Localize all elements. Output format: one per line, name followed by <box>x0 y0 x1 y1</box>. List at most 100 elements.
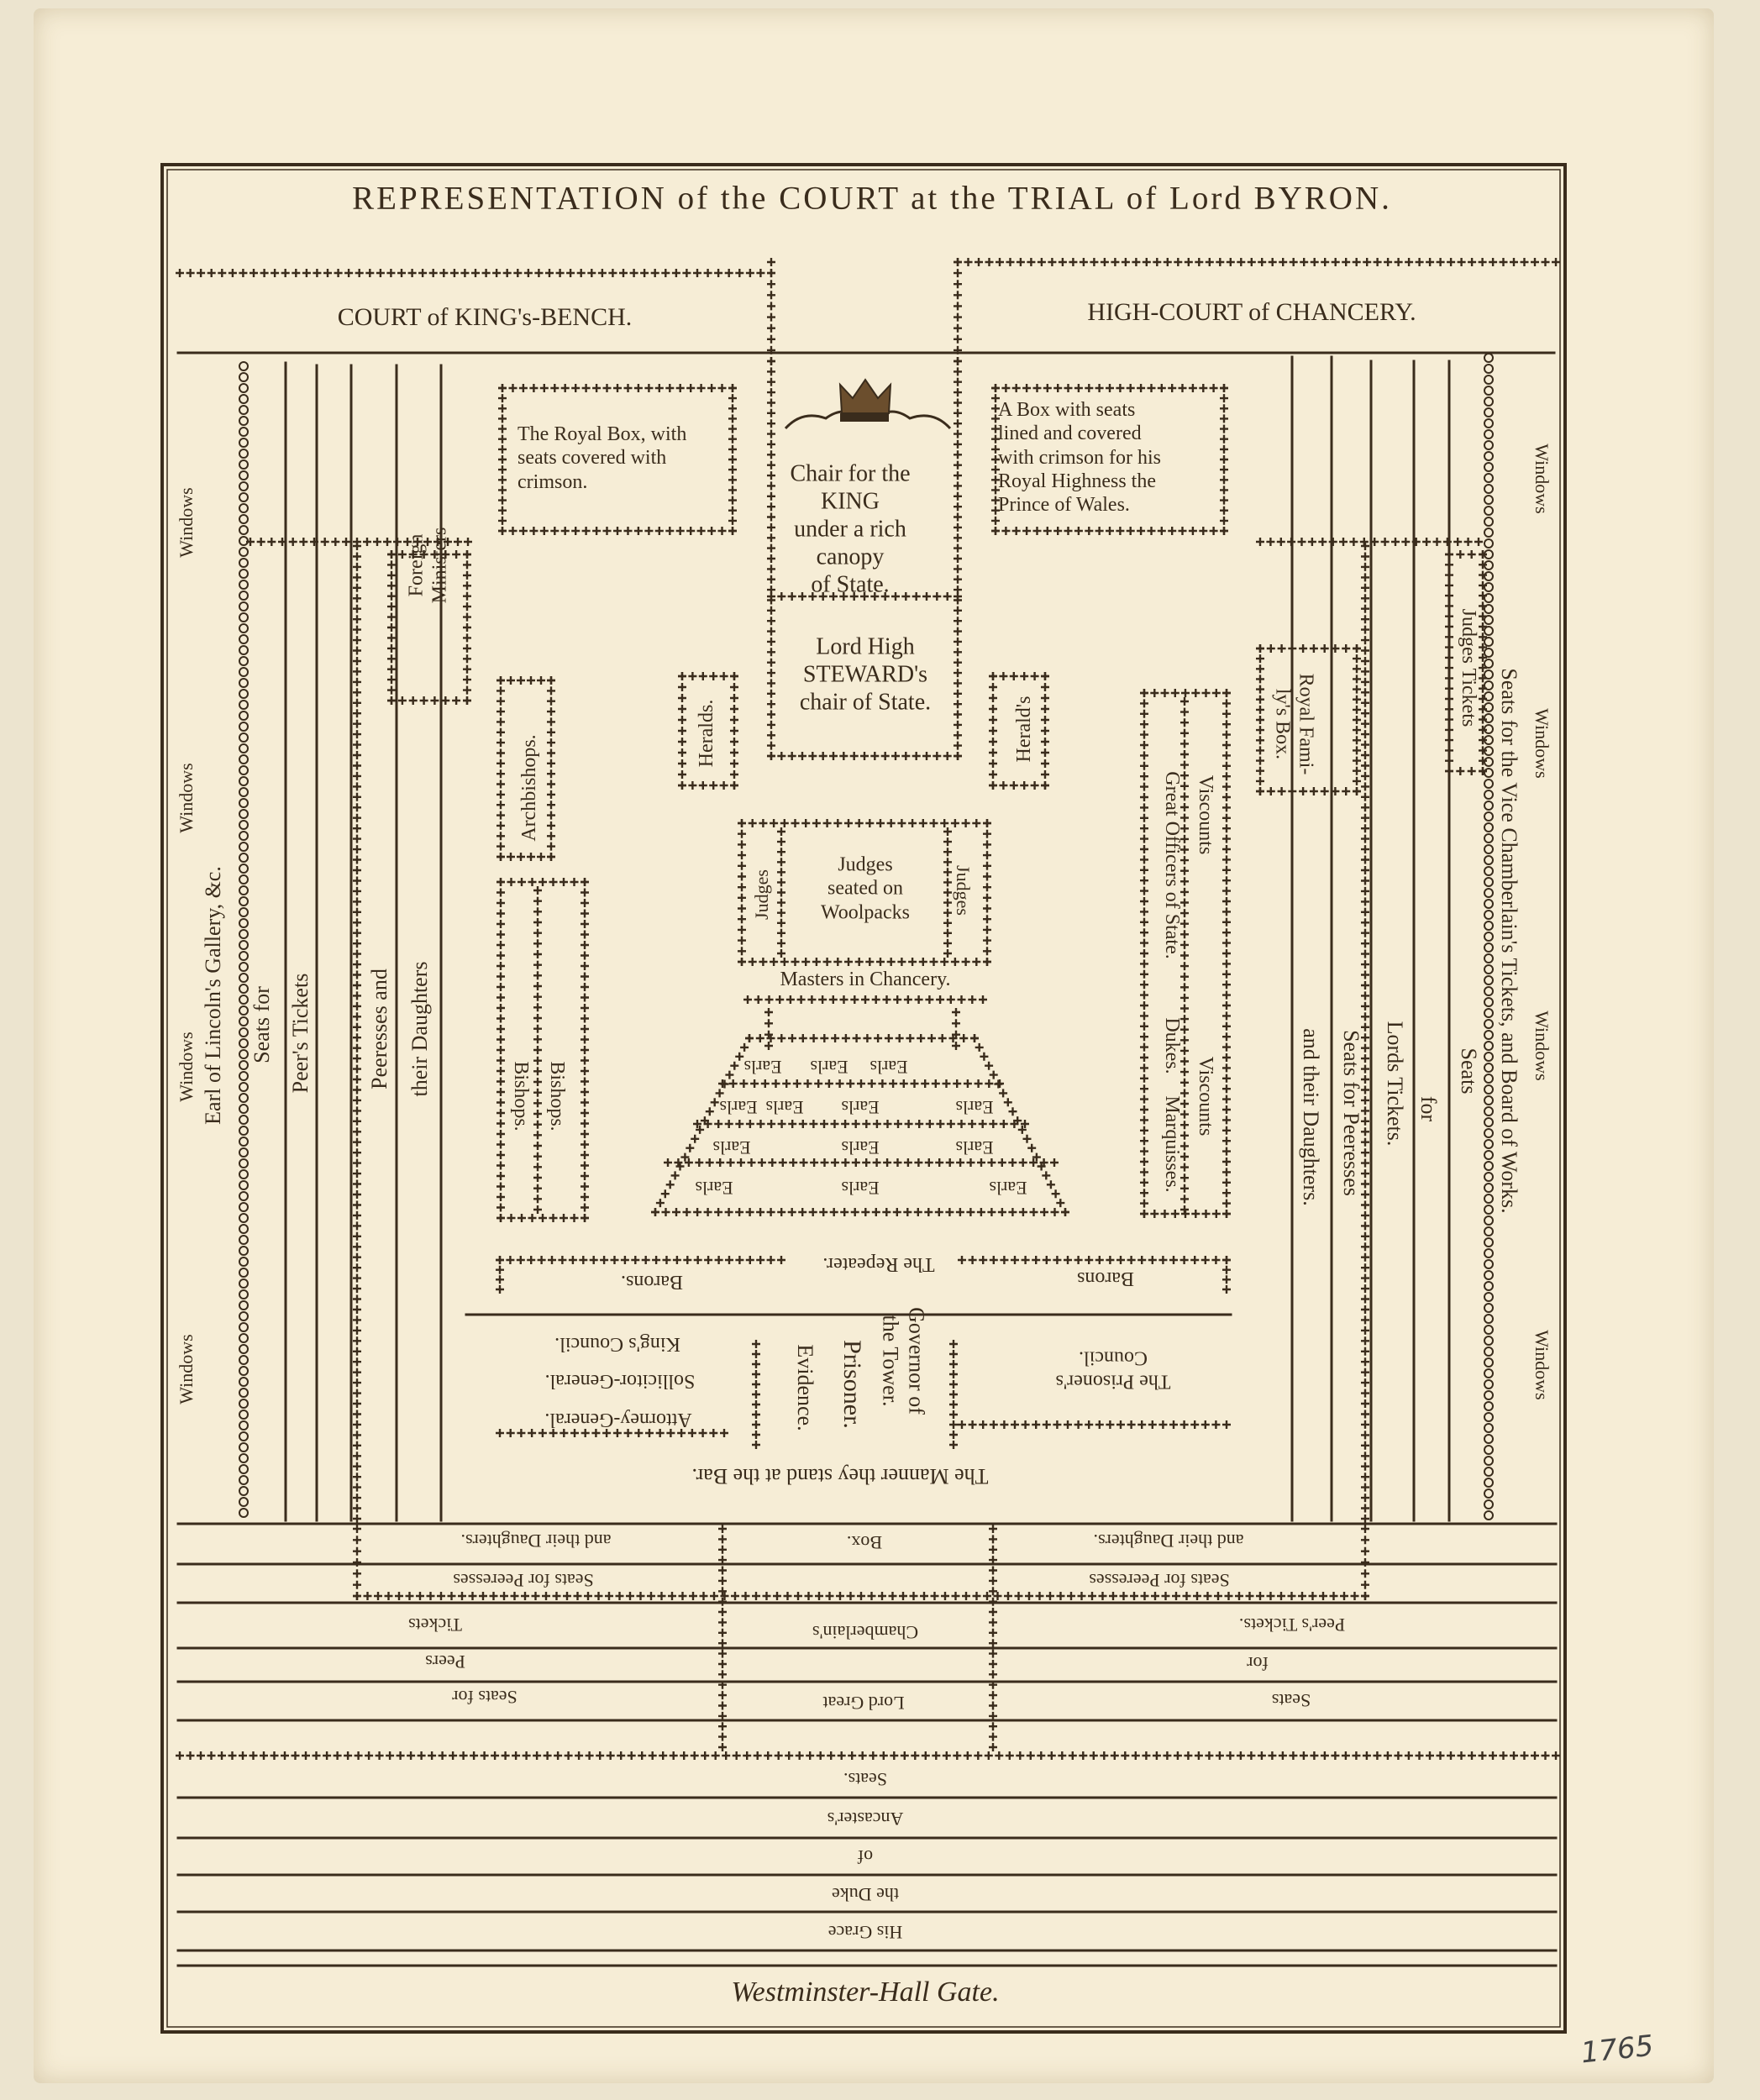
heralds-right-box <box>989 672 1049 680</box>
bishops-label-1: Bishops. <box>510 1061 532 1131</box>
heralds-right-box <box>989 672 997 790</box>
heralds-right-box <box>989 781 1049 790</box>
earls-label: Earls <box>955 1137 994 1158</box>
windows-label-right-4: Windows <box>1531 1330 1552 1400</box>
crown-icon <box>838 378 892 414</box>
woolpack-judges-box <box>738 958 991 966</box>
bottom-center-row-1: Box. <box>846 1532 883 1553</box>
repeater-label: The Repeater. <box>822 1253 935 1275</box>
royal-family-box <box>1256 644 1361 653</box>
king-canopy-side <box>954 357 962 760</box>
dukes-label: Dukes. <box>1161 1017 1183 1074</box>
left-gallery-border <box>246 538 350 546</box>
bottom-seating-border <box>353 1592 1369 1600</box>
bottom-left-row-2: Seats for Peeresses <box>453 1570 594 1591</box>
heralds-right-box <box>1041 672 1049 790</box>
high-court-chancery-label: HIGH-COURT of CHANCERY. <box>1087 298 1416 326</box>
heralds-left-box <box>730 672 738 790</box>
westminster-hall-gate-label: Westminster-Hall Gate. <box>731 1977 1000 2008</box>
ancaster-row-5: His Grace <box>827 1922 903 1943</box>
bar-manner-label: The Manner they stand at the Bar. <box>691 1464 989 1488</box>
earls-label: Earls <box>765 1097 804 1118</box>
royal-box <box>498 384 737 392</box>
viscounts-label-1: Viscounts <box>1195 774 1216 855</box>
bishops-box <box>581 878 589 1222</box>
heralds-right-label: Herald's <box>1013 696 1035 763</box>
windows-label-right-1: Windows <box>1531 444 1552 514</box>
earls-label: Earls <box>719 1097 758 1118</box>
prisoners-council-label: The Prisoner's Council. <box>1055 1347 1171 1393</box>
royal-family-box <box>1256 787 1361 795</box>
earls-tier-border <box>718 1079 1004 1088</box>
lord-high-steward-chair-label: Lord High STEWARD's chair of State. <box>799 633 932 716</box>
left-ring-border <box>238 361 249 1518</box>
steward-chair-base <box>767 752 962 760</box>
woolpack-judges-box <box>738 819 991 827</box>
great-officers-label: Great Officers of State. <box>1161 771 1183 959</box>
earls-label: Earls <box>841 1178 880 1199</box>
archbishops-box <box>496 853 555 861</box>
earls-label: Earls <box>810 1057 848 1078</box>
judges-inner-right <box>943 827 952 958</box>
earls-label: Earls <box>712 1137 751 1158</box>
left-seats-for-label: Seats for <box>250 986 274 1063</box>
left-daughters-label: their Daughters <box>407 961 432 1097</box>
earls-label: Earls <box>743 1057 782 1078</box>
barons-border-right <box>958 1256 1231 1264</box>
bishops-box <box>496 878 589 886</box>
bottom-right-row-5: Seats <box>1271 1690 1311 1711</box>
masters-border <box>743 995 987 1004</box>
royal-box-label: The Royal Box, with seats covered with c… <box>517 423 687 493</box>
ancaster-row-3: of <box>857 1846 874 1867</box>
prince-wales-box <box>1220 384 1228 535</box>
ancaster-row-2: Ancaster's <box>827 1809 904 1830</box>
prince-wales-box-label: A Box with seats lined and covered with … <box>998 399 1161 517</box>
year-handwritten-note: 1765 <box>1579 2029 1656 2071</box>
windows-label-left-1: Windows <box>176 487 197 558</box>
court-kings-bench-label: COURT of KING's-BENCH. <box>337 303 633 331</box>
archbishops-label: Archbishops. <box>518 734 540 842</box>
prince-wales-box <box>991 384 1000 535</box>
prisoner-label: Prisoner. <box>838 1340 866 1429</box>
evidence-label: Evidence. <box>793 1344 817 1431</box>
top-ornament-border-left <box>176 269 775 277</box>
viscounts-label-2: Viscounts <box>1195 1056 1216 1137</box>
royal-box <box>728 384 737 535</box>
heralds-left-label: Heralds. <box>696 699 717 768</box>
governor-border <box>949 1340 958 1449</box>
earl-lincoln-gallery-label: Earl of Lincoln's Gallery, &c. <box>201 866 225 1125</box>
earls-tier-border <box>693 1120 1029 1128</box>
viscounts-dukes-box <box>1140 689 1148 1218</box>
bottom-right-row-2: Seats for Peeresses <box>1089 1570 1230 1591</box>
lord-chamberlain-box-border <box>989 1525 997 1751</box>
bottom-left-row-4: Peers <box>425 1651 465 1672</box>
royal-box <box>498 527 737 535</box>
king-chair-label: Chair for the KING under a rich canopy o… <box>790 460 911 598</box>
royal-family-box <box>1256 644 1264 795</box>
judges-tickets-box <box>1445 550 1453 775</box>
right-daughters-label: and their Daughters. <box>1299 1028 1323 1206</box>
peeresses-border <box>353 542 361 1523</box>
ancaster-row-4: the Duke <box>831 1884 900 1905</box>
lord-chamberlain-box-border <box>718 1525 727 1751</box>
left-peers-tickets-label: Peer's Tickets <box>288 973 313 1094</box>
bottom-right-row-3: Peer's Tickets. <box>1238 1614 1346 1635</box>
bottom-center-row-3: Lord Great <box>822 1693 905 1714</box>
bottom-right-row-4: for <box>1247 1653 1269 1674</box>
earls-label: Earls <box>955 1097 994 1118</box>
woolpack-judges-box <box>738 819 746 966</box>
ancaster-row-1: Seats. <box>843 1769 887 1790</box>
prince-wales-box <box>991 384 1228 392</box>
windows-label-right-3: Windows <box>1531 1011 1552 1081</box>
bottom-seating-border <box>353 1525 361 1600</box>
bishops-divider <box>533 886 542 1214</box>
king-canopy-divider <box>767 592 962 601</box>
heralds-left-box <box>678 781 738 790</box>
diagram-title: REPRESENTATION of the COURT at the TRIAL… <box>352 180 1392 217</box>
earls-tier-border <box>745 1034 979 1042</box>
earls-connector <box>952 1008 960 1050</box>
bottom-left-row-5: Seats for <box>452 1687 517 1708</box>
ancaster-ornament-border <box>176 1751 1560 1760</box>
judges-left-label: Judges <box>751 869 772 920</box>
left-peeresses-label: Peeresses and <box>367 969 391 1089</box>
